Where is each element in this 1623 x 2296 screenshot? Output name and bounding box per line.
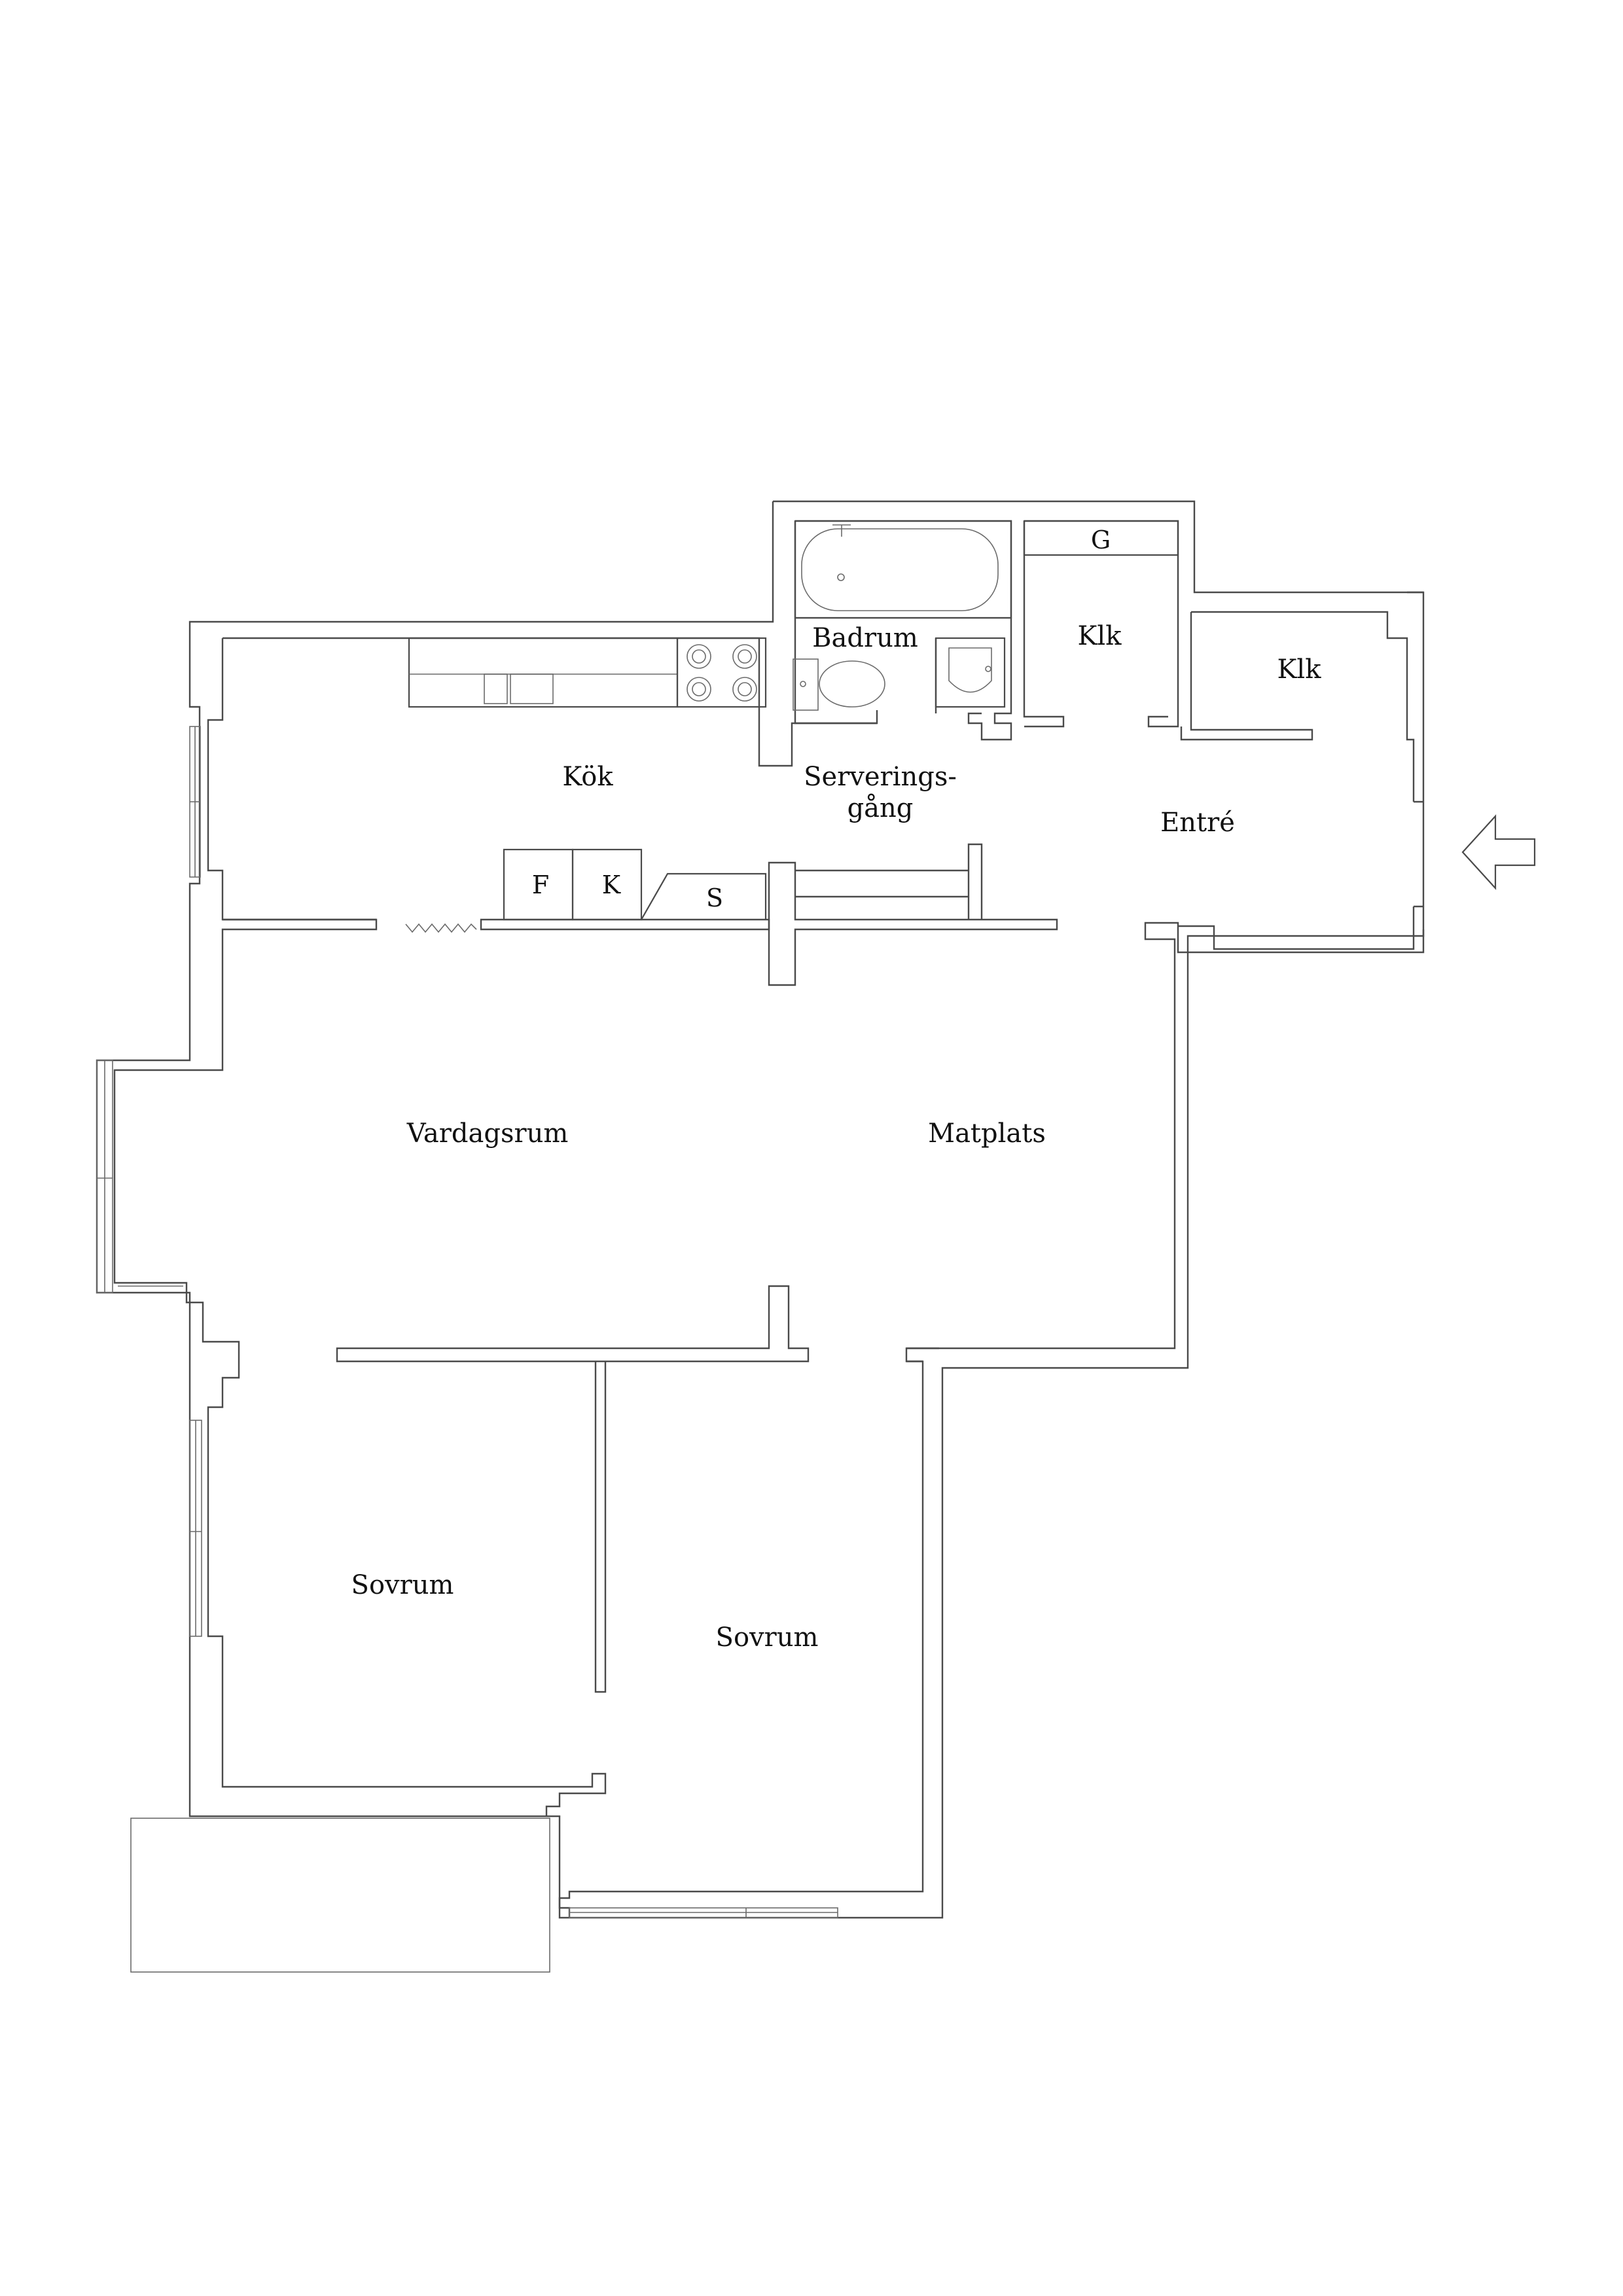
label-bathroom: Badrum xyxy=(812,623,918,653)
kitchen-inner-west xyxy=(113,638,607,1816)
kitchen-counter xyxy=(408,637,679,708)
label-closet-1: Klk xyxy=(1078,621,1122,651)
internal-walls xyxy=(223,520,1423,1693)
label-closet-2: Klk xyxy=(1277,655,1322,685)
bathroom-fixtures xyxy=(793,520,1012,713)
balcony xyxy=(130,1818,550,1973)
toilet xyxy=(793,658,819,711)
faucet-icon xyxy=(832,524,851,537)
sliding-door-zigzag xyxy=(405,923,477,933)
kitchen-sink xyxy=(484,673,508,704)
label-garderob: G xyxy=(1091,526,1111,554)
garderob-shelf xyxy=(1023,520,1179,556)
dining-inner-east xyxy=(906,922,1425,1350)
label-dining-area: Matplats xyxy=(928,1119,1046,1149)
kitchen-fixtures xyxy=(408,637,767,921)
label-bedroom-2: Sovrum xyxy=(716,1623,819,1653)
kitchen-south-wall-right xyxy=(480,918,770,931)
outer-wall-outline xyxy=(96,501,1425,1919)
burner-icon xyxy=(687,644,711,669)
label-bedroom-1: Sovrum xyxy=(351,1570,454,1600)
label-entrance: Entré xyxy=(1160,808,1235,838)
wardrobe-box xyxy=(641,872,767,920)
bathtub xyxy=(794,520,1012,619)
label-serving-passage-1: Serverings- xyxy=(804,762,957,792)
living-bedroom-wall xyxy=(336,1285,810,1363)
drain-icon xyxy=(837,573,845,581)
label-freezer: K xyxy=(602,870,621,899)
north-wall-bath-closets xyxy=(773,500,1423,594)
outer-walls xyxy=(96,500,1425,1919)
freezer-box xyxy=(571,848,643,921)
closet2-walls xyxy=(1180,611,1415,802)
central-pillar xyxy=(768,861,1058,986)
label-fridge: F xyxy=(532,870,549,899)
label-kitchen: Kök xyxy=(562,762,613,792)
bedroom-inner-south xyxy=(558,1347,939,1918)
label-living-room: Vardagsrum xyxy=(406,1119,569,1149)
serving-counter xyxy=(795,843,983,920)
bedroom-separating-wall xyxy=(594,1361,607,1693)
entrance-arrow-icon xyxy=(1461,814,1536,890)
windows xyxy=(96,726,838,1918)
label-serving-passage-2: gång xyxy=(847,793,914,823)
inner-wall-outline xyxy=(223,637,878,767)
stove xyxy=(676,637,767,708)
entry-east-wall xyxy=(1178,800,1423,950)
room-labels: Kök Badrum Klk Klk Serverings- gång Entr… xyxy=(351,526,1322,1653)
label-wardrobe: S xyxy=(706,884,723,912)
